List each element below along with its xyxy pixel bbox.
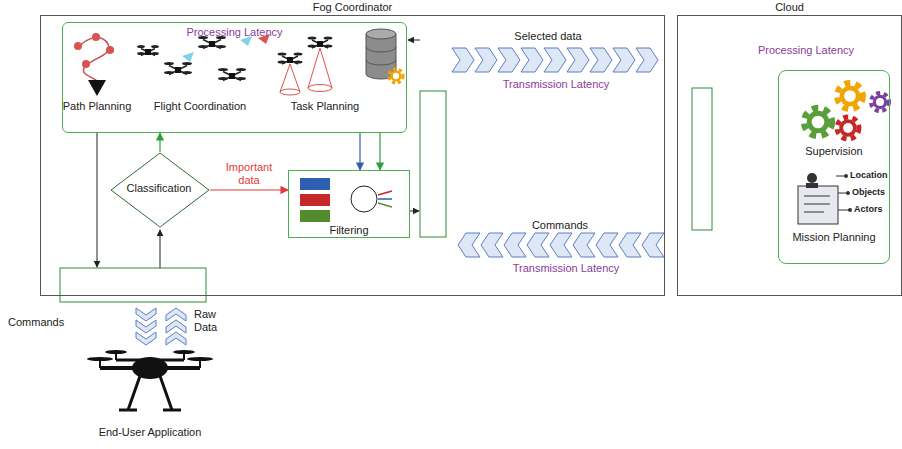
flow-line: [97, 133, 98, 267]
text-label: Raw Data: [194, 308, 224, 334]
data-flow-chevron: [136, 332, 156, 345]
interface-box: [60, 268, 206, 302]
data-flow-chevron: [567, 48, 589, 72]
node-label: Filtering: [329, 224, 368, 237]
gear-icon: [837, 117, 859, 139]
node-label: Supervision: [805, 145, 862, 158]
text-label: Task Planning: [291, 100, 360, 113]
data-flow-chevron: [619, 233, 641, 257]
text-label: Commands: [532, 219, 588, 232]
sensor-cone: [308, 85, 332, 92]
drone-icon: [164, 62, 192, 75]
data-flow-chevron: [590, 48, 612, 72]
text-label: Objects: [852, 187, 885, 198]
end-user-drone: [87, 350, 213, 410]
data-flow-chevron: [166, 308, 186, 321]
data-flow-chevron: [166, 332, 186, 345]
node-label: Classification: [127, 182, 192, 195]
flow-line: [408, 40, 420, 41]
connector: [210, 189, 288, 190]
decision-diamond: Classification: [110, 152, 210, 228]
gear-icon: [871, 93, 889, 111]
data-flow-chevron: [527, 233, 549, 257]
data-flow-chevron: [136, 320, 156, 333]
interface-box: [420, 91, 446, 237]
data-flow-chevron: [458, 233, 480, 257]
data-flow-chevron: [613, 48, 635, 72]
text-label: Transmission Latency: [513, 262, 620, 275]
path-planning-icon: [74, 33, 114, 96]
sensor-cone: [280, 89, 300, 95]
data-flow-chevron: [136, 308, 156, 321]
gear-icon: [389, 69, 403, 83]
interface-box: [692, 88, 712, 230]
data-flow-chevron: [573, 233, 595, 257]
node-label: Processing Latency: [758, 44, 854, 57]
node-label: Mission Planning: [792, 231, 875, 244]
edge-label: Important data: [223, 161, 275, 187]
sensor-cone: [280, 64, 300, 92]
text-label: Path Planning: [63, 100, 132, 113]
data-flow-chevron: [504, 233, 526, 257]
text-label: Location: [850, 170, 888, 181]
connector: [359, 133, 360, 170]
cloud-processing-box: Processing LatencySupervisionMission Pla…: [778, 70, 890, 264]
data-flow-chevron: [452, 48, 474, 72]
gear-icon: [804, 108, 832, 136]
connector: [159, 133, 160, 152]
flow-line: [410, 211, 419, 212]
data-flow-chevron: [550, 233, 572, 257]
data-flow-chevron: [521, 48, 543, 72]
data-flow-chevron: [544, 48, 566, 72]
data-flow-chevron: [636, 48, 658, 72]
drone-icon: [308, 37, 333, 49]
data-flow-chevron: [498, 48, 520, 72]
drone-icon: [218, 68, 246, 81]
gear-icon: [837, 83, 863, 109]
filter-icon: [300, 178, 392, 222]
text-label: Transmission Latency: [503, 78, 610, 91]
sensor-cone: [308, 48, 332, 88]
node-label: Processing Latency: [187, 26, 283, 39]
connector: [379, 133, 380, 170]
signal-mark: [182, 52, 194, 62]
text-label: Commands: [8, 316, 64, 329]
text-label: End-User Application: [99, 426, 202, 439]
processing-box: Processing Latency: [62, 22, 407, 133]
node-label: Fog Coordinator: [313, 1, 393, 14]
data-flow-chevron: [481, 233, 503, 257]
text-label: Actors: [854, 204, 883, 215]
drone-icon: [278, 53, 303, 65]
cloud-region: CloudProcessing LatencySupervisionMissio…: [677, 15, 902, 296]
data-flow-chevron: [475, 48, 497, 72]
data-flow-chevron: [166, 320, 186, 333]
filter-box: Filtering: [288, 170, 410, 238]
data-flow-chevron: [642, 233, 664, 257]
text-label: Flight Coordination: [154, 100, 246, 113]
fog-region: Fog CoordinatorProcessing LatencyClassif…: [40, 15, 665, 296]
text-label: Selected data: [514, 30, 581, 43]
database-icon: [366, 29, 396, 79]
data-flow-chevron: [596, 233, 618, 257]
mission-planning-icon: [798, 173, 852, 224]
drone-icon: [137, 45, 159, 56]
node-label: Cloud: [775, 1, 804, 14]
flow-line: [160, 230, 161, 268]
